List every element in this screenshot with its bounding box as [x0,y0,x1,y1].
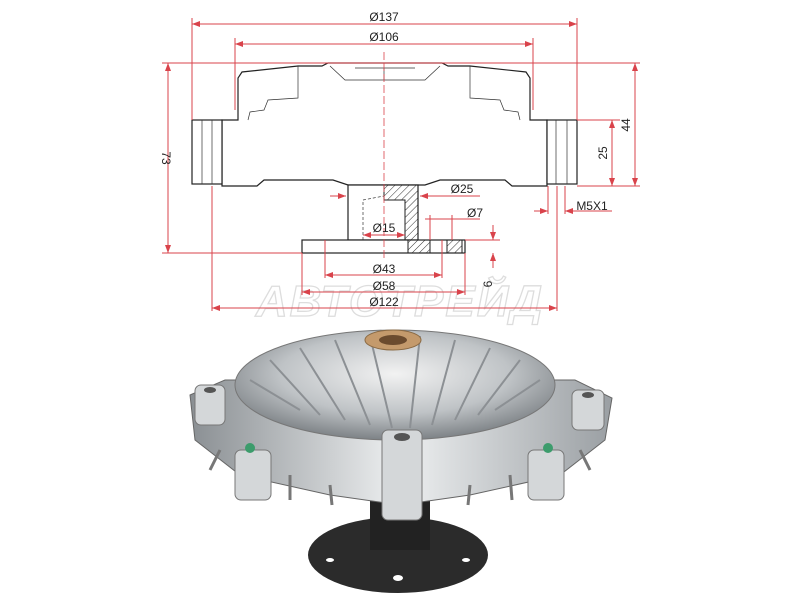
dim-d43: Ø43 [373,262,396,276]
dim-44: 44 [619,118,633,132]
dim-d25: Ø25 [451,182,474,196]
dim-d15: Ø15 [373,221,396,235]
dimension-labels: Ø137 Ø106 73 44 25 Ø25 Ø7 Ø15 Ø43 Ø58 Ø1… [159,10,633,309]
watermark: АВТОТРЕЙД [255,275,544,326]
dim-d122: Ø122 [369,295,399,309]
dim-73: 73 [159,151,173,165]
dim-d7: Ø7 [467,206,483,220]
dim-106: Ø106 [369,30,399,44]
fan-clutch-photo [189,329,613,593]
dim-d58: Ø58 [373,279,396,293]
dim-thread: M5X1 [576,199,608,213]
dim-6: 6 [481,280,495,287]
part-section-view [191,52,578,260]
dimension-lines [162,18,640,311]
dim-137: Ø137 [369,10,399,24]
dim-25: 25 [596,146,610,160]
